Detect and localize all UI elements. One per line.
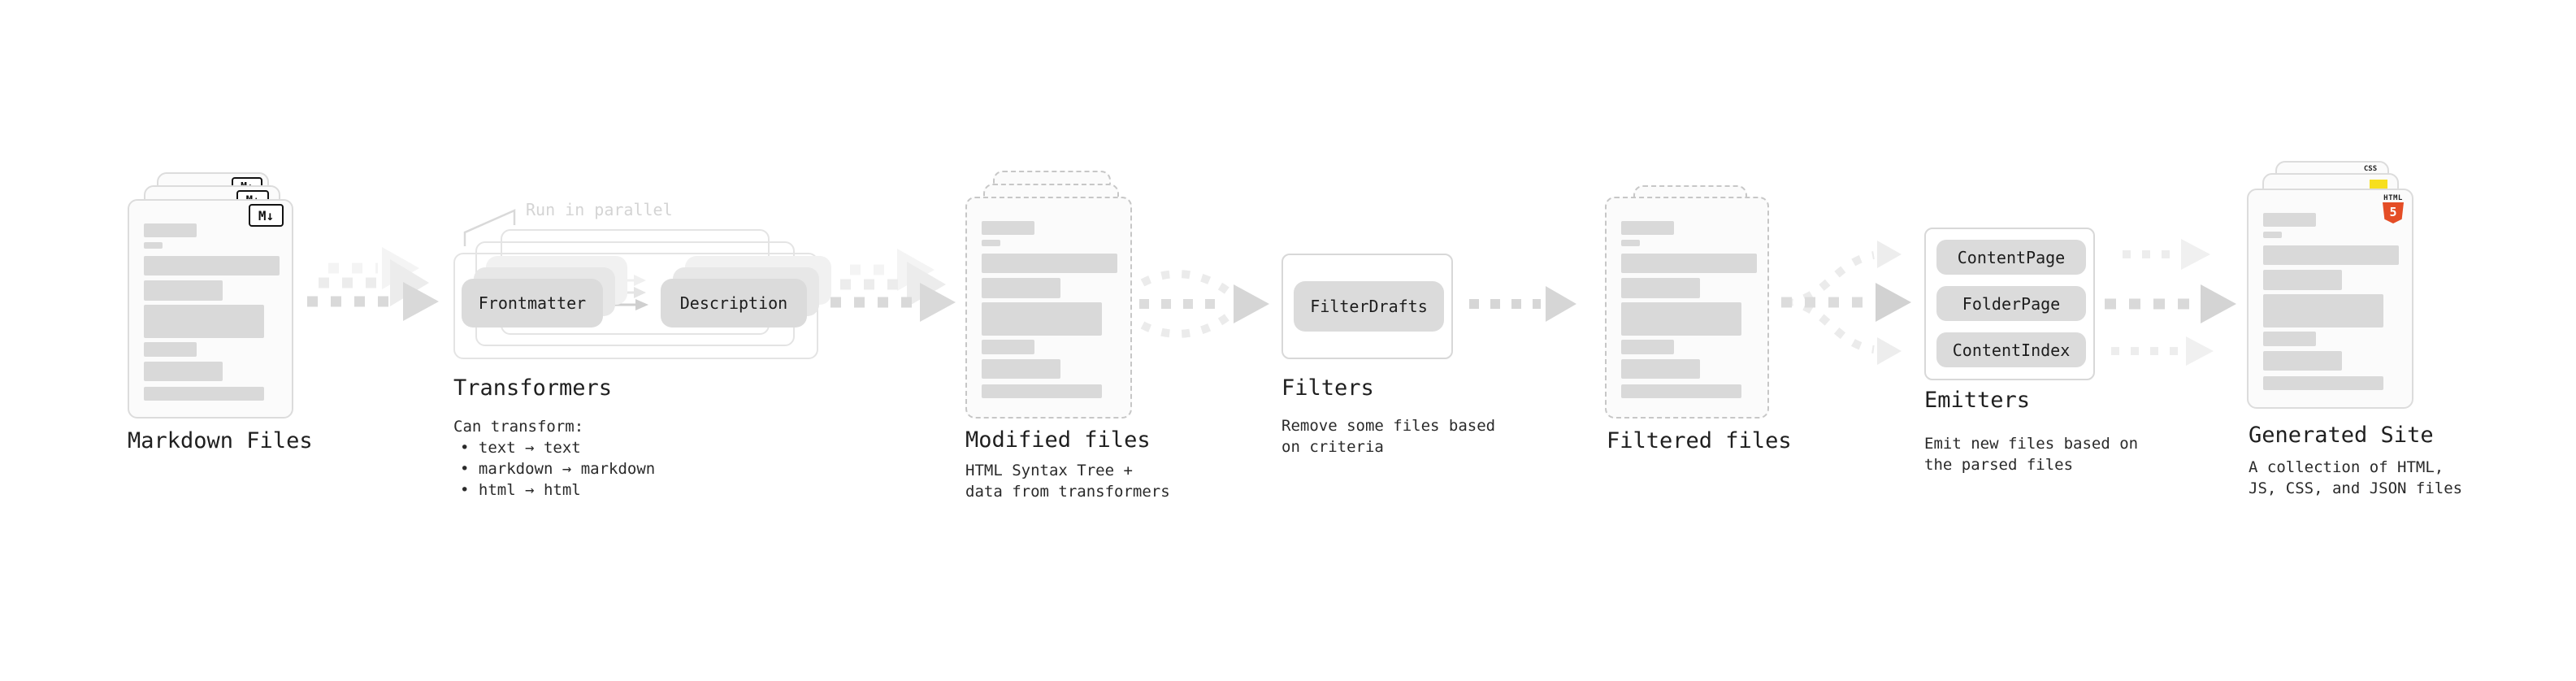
placeholder-bar [982, 384, 1102, 398]
filtered-files-label: Filtered files [1607, 428, 1792, 453]
run-in-parallel-callout-line [463, 209, 516, 246]
emitters-card: ContentPage FolderPage ContentIndex [1924, 228, 2095, 380]
emitters-note-line: the parsed files [1924, 456, 2074, 474]
placeholder-bar [982, 278, 1060, 298]
arrow-emitters-to-site [2105, 239, 2236, 366]
css-icon-text: CSS [2363, 165, 2378, 173]
generated-site-note-line: A collection of HTML, [2249, 458, 2444, 476]
transformers-note-item: • html → html [460, 481, 581, 499]
placeholder-bar [1621, 384, 1741, 398]
arrow-modified-to-filters [1139, 270, 1269, 338]
placeholder-bar [982, 302, 1102, 336]
description-pill: Description [661, 279, 807, 327]
filters-note-line: on criteria [1281, 438, 1384, 456]
site-page-html: HTML 5 [2247, 189, 2413, 409]
placeholder-bar [1621, 254, 1757, 273]
transformers-note-title: Can transform: [453, 418, 584, 436]
placeholder-bar [2263, 213, 2316, 227]
emitters-note: Emit new files based on the parsed files [1924, 433, 2138, 475]
transformers-label: Transformers [453, 375, 613, 401]
filters-note: Remove some files based on criteria [1281, 415, 1495, 458]
modified-files-note: HTML Syntax Tree + data from transformer… [965, 460, 1170, 502]
placeholder-bar [144, 242, 163, 249]
transformers-note-item: • text → text [460, 439, 581, 457]
emitters-label: Emitters [1924, 388, 2031, 413]
placeholder-bar [982, 221, 1034, 235]
filters-note-line: Remove some files based [1281, 417, 1496, 435]
js-icon [2370, 180, 2387, 189]
transformers-notes: Can transform: • text → text • markdown … [453, 416, 655, 501]
placeholder-bar [144, 362, 223, 381]
placeholder-bar [2263, 294, 2383, 327]
placeholder-bar [144, 342, 197, 357]
generated-site-note: A collection of HTML, JS, CSS, and JSON … [2249, 457, 2462, 499]
placeholder-bar [2263, 270, 2342, 290]
placeholder-bar [144, 223, 197, 237]
html5-icon-text: HTML [2383, 194, 2403, 202]
placeholder-bar [2263, 232, 2282, 238]
placeholder-bar [2263, 376, 2383, 390]
modified-note-line: data from transformers [965, 483, 1170, 501]
placeholder-bar [982, 359, 1060, 379]
placeholder-bar [982, 240, 1000, 246]
markdown-page-front: M↓ [128, 199, 293, 419]
placeholder-bar [982, 254, 1117, 273]
placeholder-bar [2263, 332, 2316, 346]
placeholder-bar [144, 280, 223, 301]
arrow-transformers-to-modified [830, 249, 956, 322]
modified-files-label: Modified files [965, 427, 1151, 453]
frontmatter-pill: Frontmatter [462, 279, 603, 327]
placeholder-bar [2263, 351, 2342, 371]
filters-label: Filters [1281, 375, 1374, 401]
modified-page-front [965, 197, 1132, 419]
placeholder-bar [144, 305, 264, 338]
placeholder-bar [1621, 359, 1700, 379]
placeholder-bar [144, 387, 264, 401]
generated-site-note-line: JS, CSS, and JSON files [2249, 479, 2463, 497]
placeholder-bar [1621, 221, 1674, 235]
placeholder-bar [1621, 302, 1741, 336]
markdown-icon: M↓ [249, 204, 284, 227]
placeholder-bar [1621, 340, 1674, 354]
placeholder-bar [144, 256, 280, 275]
filters-card: FilterDrafts [1281, 254, 1453, 359]
emitters-note-line: Emit new files based on [1924, 435, 2139, 453]
arrow-filters-to-filtered [1469, 286, 1576, 322]
contentindex-pill: ContentIndex [1936, 332, 2086, 367]
markdown-files-label: Markdown Files [128, 428, 313, 453]
generated-site-label: Generated Site [2249, 423, 2434, 448]
placeholder-bar [1621, 278, 1700, 298]
contentpage-pill: ContentPage [1936, 240, 2086, 275]
placeholder-bar [982, 340, 1034, 354]
folderpage-pill: FolderPage [1936, 286, 2086, 321]
html5-icon: HTML 5 [2381, 194, 2405, 223]
arrow-markdown-to-transformers [307, 247, 439, 321]
placeholder-bar [1621, 240, 1640, 246]
modified-note-line: HTML Syntax Tree + [965, 462, 1133, 479]
arrow-filtered-to-emitters [1781, 241, 1911, 365]
filterdrafts-pill: FilterDrafts [1294, 281, 1444, 332]
transformers-note-item: • markdown → markdown [460, 460, 656, 478]
placeholder-bar [2263, 245, 2399, 265]
html5-icon-shield: 5 [2383, 202, 2404, 223]
run-in-parallel-annotation: Run in parallel [526, 200, 673, 219]
filtered-page-front [1605, 197, 1769, 419]
